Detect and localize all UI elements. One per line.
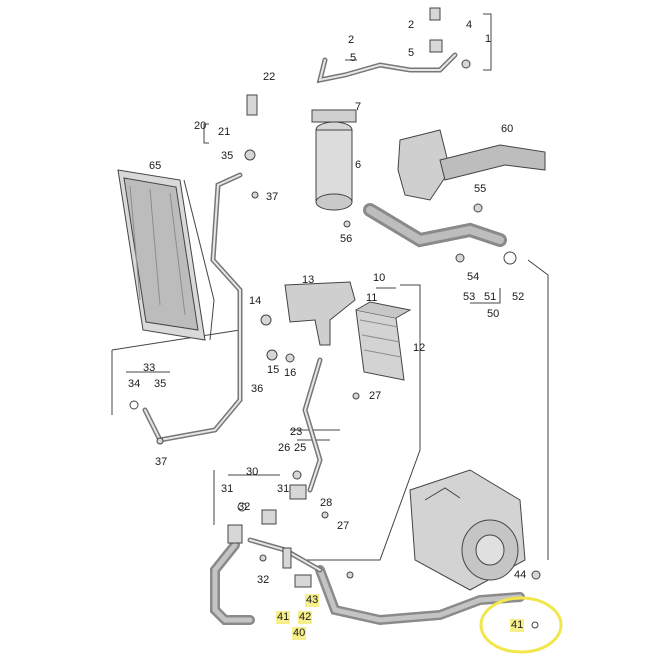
part-label-7[interactable]: 7 <box>355 101 362 113</box>
part-label-5[interactable]: 5 <box>350 52 357 64</box>
part-label-23[interactable]: 23 <box>290 426 303 438</box>
heat-exchanger-12 <box>355 301 412 381</box>
part-label-56[interactable]: 56 <box>340 233 353 245</box>
part-label-54[interactable]: 54 <box>467 271 480 283</box>
part-label-32[interactable]: 32 <box>257 574 270 586</box>
part-label-50[interactable]: 50 <box>487 308 500 320</box>
part-label-31[interactable]: 31 <box>221 483 234 495</box>
part-label-60[interactable]: 60 <box>501 123 514 135</box>
part-label-14[interactable]: 14 <box>249 295 262 307</box>
part-label-2[interactable]: 2 <box>348 34 355 46</box>
part-label-35[interactable]: 35 <box>154 378 167 390</box>
compressor <box>409 469 526 591</box>
callout-ring <box>479 596 563 654</box>
part-label-12[interactable]: 12 <box>413 342 426 354</box>
part-label-33[interactable]: 33 <box>143 362 156 374</box>
part-label-26[interactable]: 26 <box>278 442 291 454</box>
expansion-valve-assembly <box>397 129 546 201</box>
part-label-51[interactable]: 51 <box>484 291 497 303</box>
part-label-30[interactable]: 30 <box>246 466 259 478</box>
condenser-65 <box>117 169 215 341</box>
fittings <box>129 7 541 629</box>
part-label-1[interactable]: 1 <box>485 33 492 45</box>
part-label-27[interactable]: 27 <box>369 390 382 402</box>
part-label-35[interactable]: 35 <box>221 150 234 162</box>
part-label-44[interactable]: 44 <box>514 569 527 581</box>
part-label-37[interactable]: 37 <box>266 191 279 203</box>
part-label-43[interactable]: 43 <box>305 594 320 607</box>
part-label-36[interactable]: 36 <box>251 383 264 395</box>
part-label-27[interactable]: 27 <box>337 520 350 532</box>
part-label-53[interactable]: 53 <box>463 291 476 303</box>
part-label-40[interactable]: 40 <box>292 627 307 640</box>
part-label-65[interactable]: 65 <box>149 160 162 172</box>
part-label-21[interactable]: 21 <box>218 126 231 138</box>
part-label-28[interactable]: 28 <box>320 497 333 509</box>
receiver-drier-6 <box>311 109 357 211</box>
part-label-32[interactable]: 32 <box>238 501 251 513</box>
part-label-11[interactable]: 11 <box>366 292 378 304</box>
part-label-20[interactable]: 20 <box>194 120 207 132</box>
leader-lines <box>111 13 549 561</box>
part-label-52[interactable]: 52 <box>512 291 525 303</box>
part-label-13[interactable]: 13 <box>302 274 315 286</box>
part-label-6[interactable]: 6 <box>355 159 362 171</box>
part-label-41[interactable]: 41 <box>276 611 291 624</box>
part-label-10[interactable]: 10 <box>373 272 386 284</box>
part-label-55[interactable]: 55 <box>474 183 487 195</box>
part-label-41-circled[interactable]: 41 <box>510 619 525 632</box>
part-label-2[interactable]: 2 <box>408 19 415 31</box>
part-label-42[interactable]: 42 <box>298 611 313 624</box>
part-label-37[interactable]: 37 <box>155 456 168 468</box>
part-label-22[interactable]: 22 <box>263 71 276 83</box>
part-label-16[interactable]: 16 <box>284 367 297 379</box>
part-label-31[interactable]: 31 <box>277 483 290 495</box>
part-label-4[interactable]: 4 <box>466 19 473 31</box>
part-label-25[interactable]: 25 <box>294 442 307 454</box>
part-label-15[interactable]: 15 <box>267 364 280 376</box>
part-label-34[interactable]: 34 <box>128 378 141 390</box>
part-label-5[interactable]: 5 <box>408 47 415 59</box>
refrigerant-lines <box>142 52 525 626</box>
bracket-13 <box>284 281 356 346</box>
